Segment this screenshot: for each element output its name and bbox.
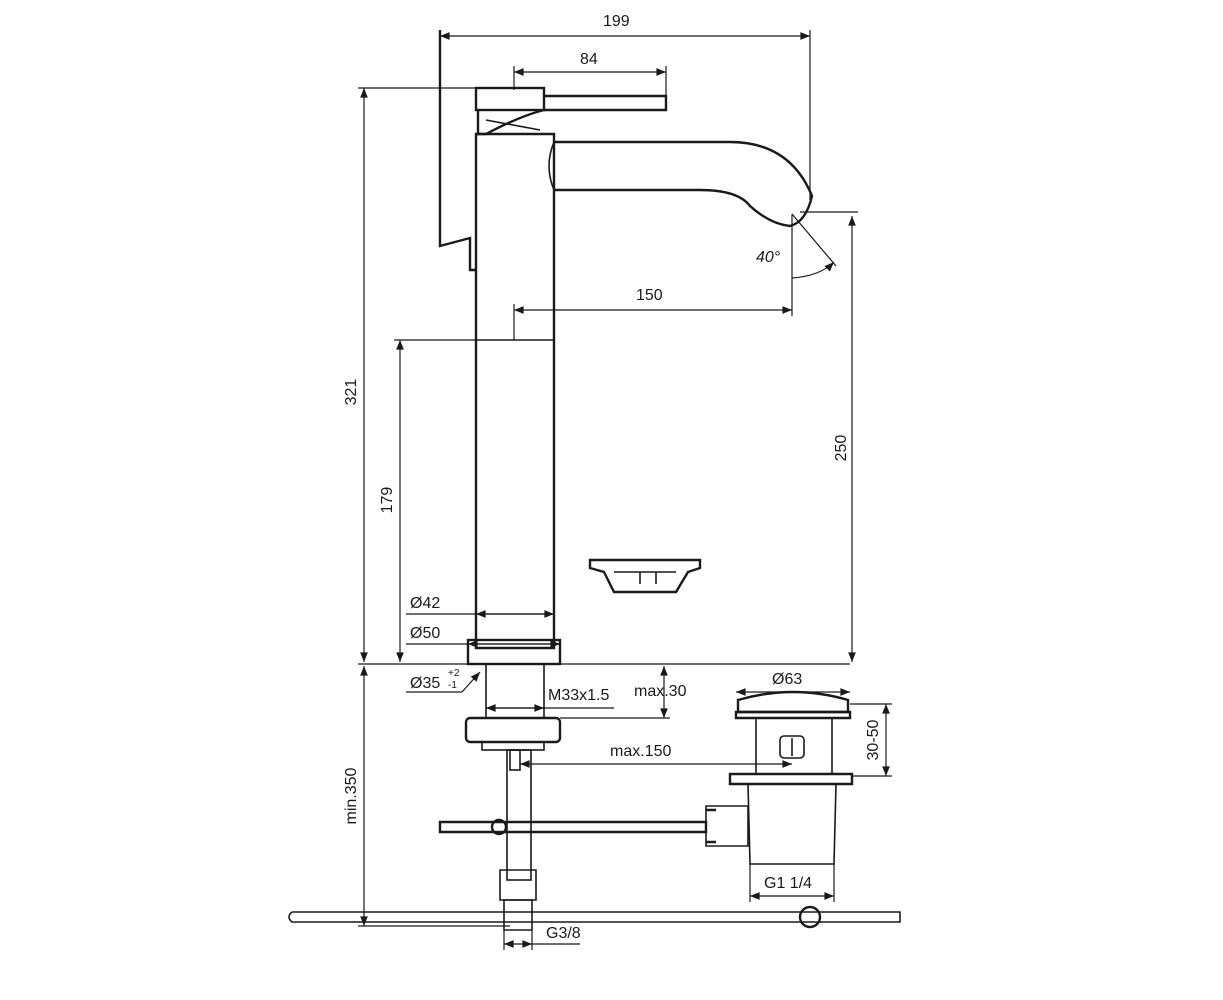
dim-hole-tol-minus: -1	[448, 680, 457, 691]
pull-rod	[438, 820, 708, 834]
countertop-line	[288, 905, 901, 929]
waste-flange	[728, 772, 854, 786]
spout	[554, 140, 814, 228]
faucet-body	[438, 30, 814, 931]
dim-waste-thread: G1 1/4	[764, 875, 812, 892]
waste-window	[779, 735, 805, 759]
waste-body	[755, 717, 833, 775]
dim-spout-reach: 150	[636, 287, 663, 304]
threaded-shank	[485, 663, 545, 719]
dim-waste-range: 30-50	[865, 719, 882, 760]
dim-min-height-below: min.350	[343, 767, 360, 824]
dim-hole-diameter: Ø35	[410, 675, 440, 692]
dim-overall-width: 199	[603, 13, 630, 30]
body-column	[474, 132, 556, 650]
overflow-connector	[705, 805, 749, 847]
popup-rod	[438, 30, 476, 272]
connector-thread	[706, 808, 716, 844]
dim-spout-angle: 40°	[756, 249, 781, 266]
dim-base-diameter: Ø50	[410, 625, 440, 642]
spout-joint	[548, 141, 555, 191]
dim-angle-arc	[791, 261, 835, 279]
base-section-marker	[798, 905, 822, 929]
dim-thread: M33x1.5	[548, 687, 609, 704]
dim-spout-outlet-height: 250	[833, 435, 850, 462]
seal-ring-outline	[588, 558, 702, 594]
dim-lever-length: 84	[580, 51, 598, 68]
dim-hose-thread: G3/8	[546, 925, 581, 942]
dim-d35-arrow	[461, 671, 481, 693]
waste-tail	[747, 783, 837, 865]
dim-lower-body-height: 179	[379, 487, 396, 514]
lock-nut	[464, 716, 562, 744]
hose-fitting	[509, 749, 521, 771]
cartridge-cap	[476, 108, 545, 136]
dim-max-waste-distance: max.150	[610, 743, 671, 760]
waste-plug-cap	[736, 690, 850, 714]
spare-seal-ring	[588, 558, 702, 594]
dim-overall-height: 321	[343, 379, 360, 406]
hose-nut	[499, 869, 537, 901]
dim-angle-leg	[791, 213, 837, 267]
base-section-bar	[288, 911, 901, 923]
cap-seam	[485, 119, 541, 131]
dim-hole-tol-plus: +2	[448, 668, 460, 679]
lever-arm	[544, 94, 668, 112]
dim-body-diameter: Ø42	[410, 595, 440, 612]
lever-hub	[474, 86, 546, 112]
dim-waste-diameter: Ø63	[772, 671, 802, 688]
rod-clamp	[490, 818, 508, 836]
dim-max-deck-thickness: max.30	[634, 683, 687, 700]
dimension-lines: 199 84 150 40° 250 321 179 Ø42	[343, 13, 892, 950]
waste-assembly	[705, 690, 854, 865]
